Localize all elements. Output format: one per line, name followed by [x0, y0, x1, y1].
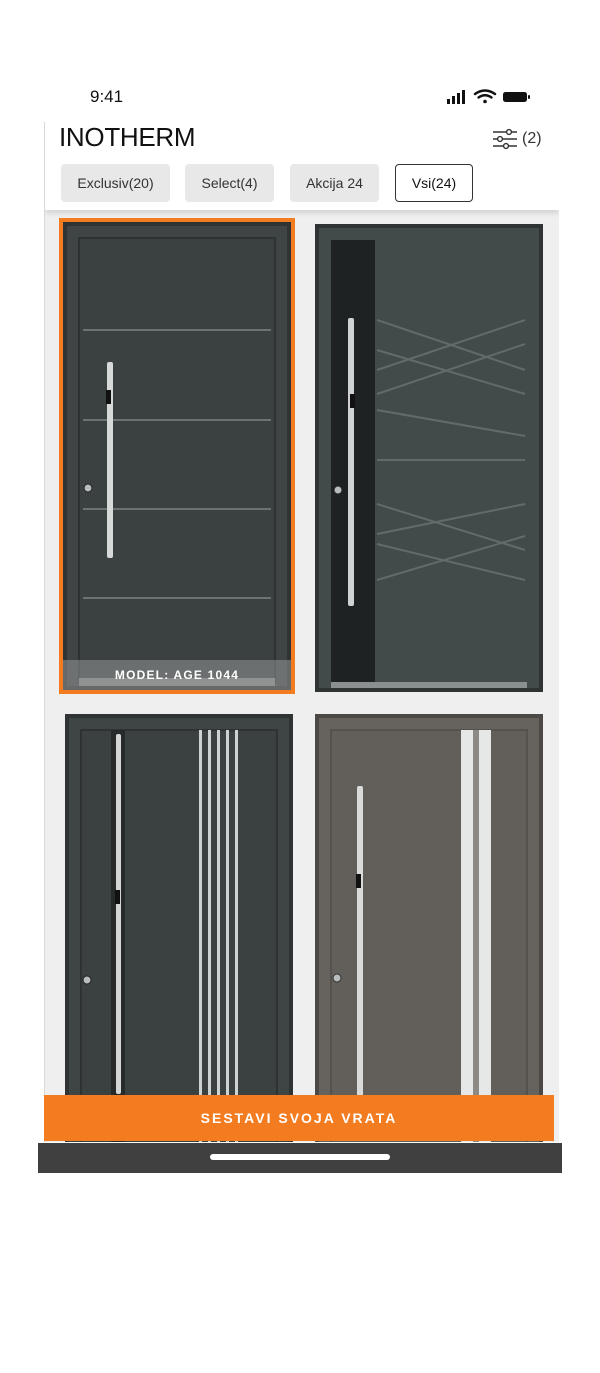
door-image [315, 224, 543, 692]
tab-akcija[interactable]: Akcija 24 [290, 164, 379, 202]
signal-icon [447, 90, 465, 104]
door-card-4[interactable] [315, 714, 543, 1142]
battery-icon [503, 92, 530, 102]
home-bar [38, 1143, 562, 1173]
door-grid: MODEL: AGE 1044 [45, 218, 559, 1142]
app-header: INOTHERM (2) Exclusiv(20) Select(4) Akci… [45, 122, 559, 210]
door-card-2[interactable] [315, 224, 543, 692]
tab-vsi[interactable]: Vsi(24) [395, 164, 473, 202]
status-icons [447, 89, 530, 104]
door-image [65, 714, 293, 1142]
tab-select[interactable]: Select(4) [185, 164, 274, 202]
brand-logo: INOTHERM [59, 122, 196, 152]
model-label: MODEL: AGE 1044 [63, 660, 291, 690]
status-time: 9:41 [90, 87, 124, 106]
app-screen: INOTHERM (2) Exclusiv(20) Select(4) Akci… [44, 122, 559, 1142]
wifi-icon [473, 89, 497, 104]
tab-exclusiv[interactable]: Exclusiv(20) [61, 164, 170, 202]
filter-sliders-icon [493, 128, 517, 150]
door-image [315, 714, 543, 1142]
home-indicator[interactable] [210, 1154, 390, 1160]
filter-button[interactable]: (2) [492, 126, 542, 152]
door-card-3[interactable] [65, 714, 293, 1142]
filter-count: (2) [522, 130, 542, 147]
build-door-button[interactable]: SESTAVI SVOJA VRATA [44, 1095, 554, 1141]
status-bar: 9:41 [0, 80, 600, 114]
door-image [63, 222, 291, 690]
door-card-1[interactable]: MODEL: AGE 1044 [59, 218, 295, 694]
